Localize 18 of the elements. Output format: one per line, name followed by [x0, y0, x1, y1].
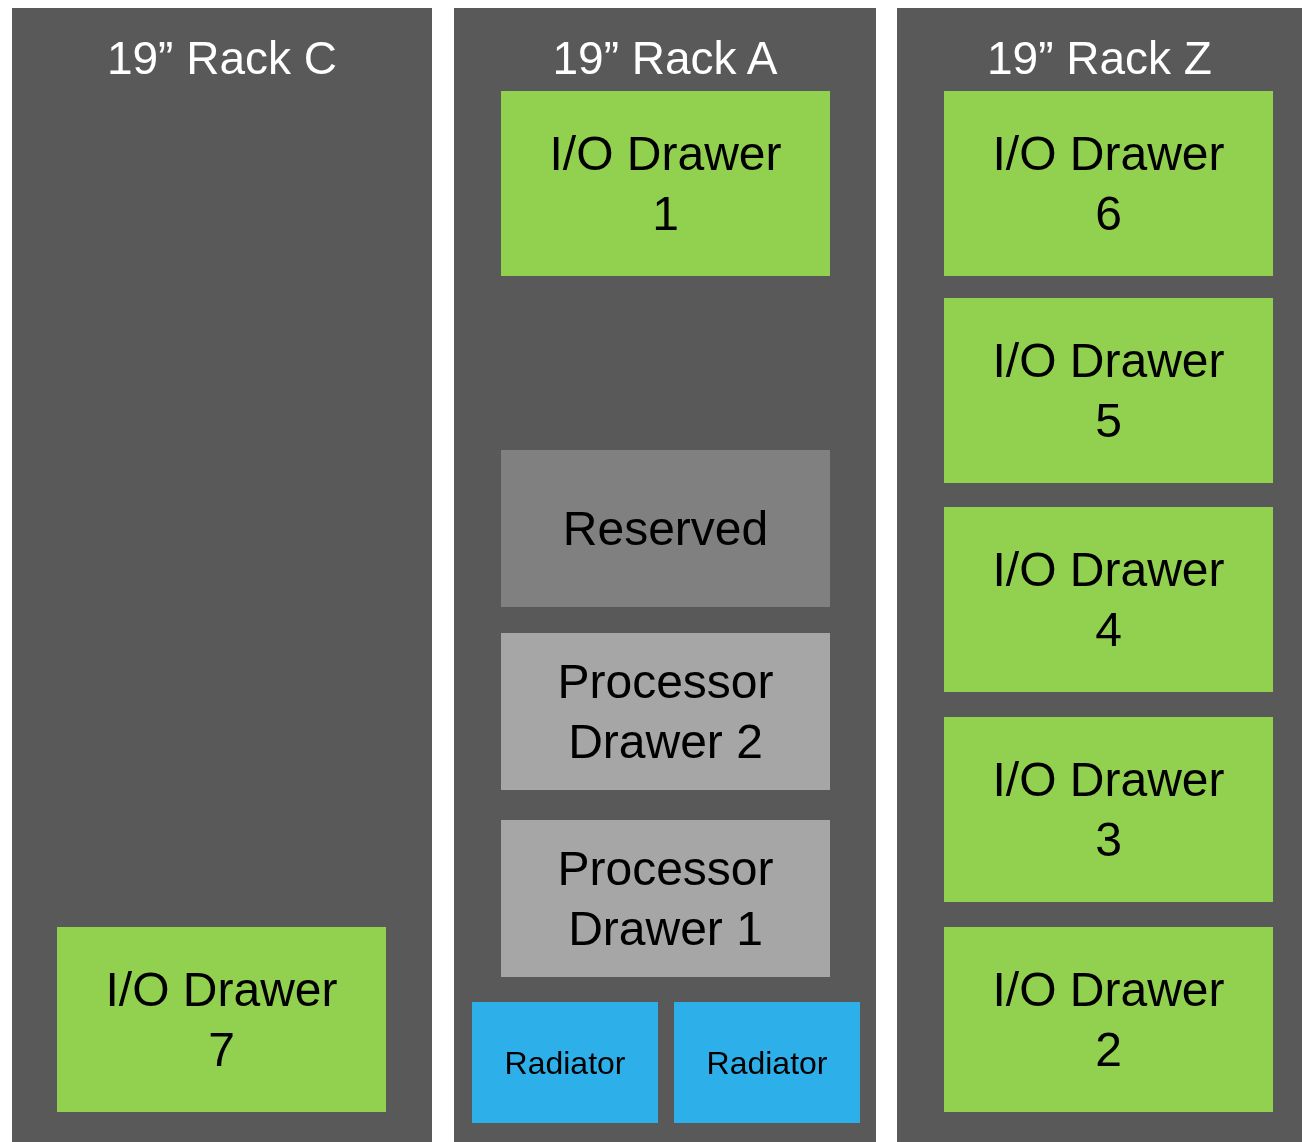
rack-panel [454, 8, 876, 1142]
rack-title: 19” Rack C [106, 31, 338, 86]
rack-panel [897, 8, 1302, 1142]
io-drawer-box: I/O Drawer 2 [944, 927, 1273, 1112]
reserved-slot-box: Reserved [501, 450, 830, 607]
io-drawer-box: I/O Drawer 6 [944, 91, 1273, 276]
io-drawer-box: I/O Drawer 3 [944, 717, 1273, 902]
io-drawer-box: I/O Drawer 7 [57, 927, 386, 1112]
rack-title: 19” Rack Z [987, 31, 1212, 86]
radiator-box: Radiator [674, 1002, 860, 1123]
io-drawer-box: I/O Drawer 4 [944, 507, 1273, 692]
rack-panel [12, 8, 432, 1142]
io-drawer-box: I/O Drawer 1 [501, 91, 830, 276]
processor-drawer-box: Processor Drawer 2 [501, 633, 830, 790]
radiator-box: Radiator [472, 1002, 658, 1123]
processor-drawer-box: Processor Drawer 1 [501, 820, 830, 977]
rack-title: 19” Rack A [552, 31, 778, 86]
io-drawer-box: I/O Drawer 5 [944, 298, 1273, 483]
